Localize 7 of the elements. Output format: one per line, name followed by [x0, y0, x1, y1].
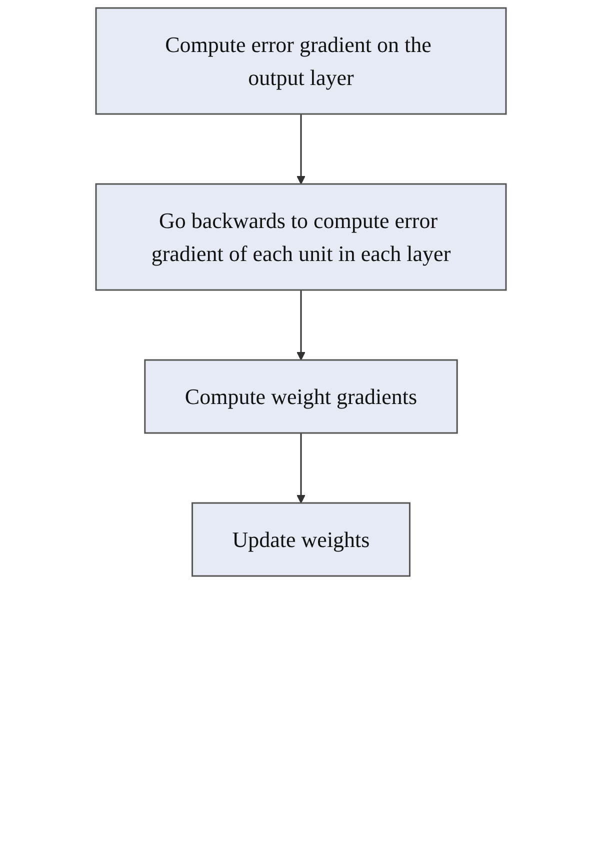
- node-box: [95, 183, 507, 291]
- arrow: [296, 290, 306, 360]
- node-box: [192, 502, 410, 577]
- node-box: [95, 7, 507, 115]
- node-box: [144, 359, 458, 434]
- arrow: [296, 114, 306, 184]
- arrow: [296, 433, 306, 504]
